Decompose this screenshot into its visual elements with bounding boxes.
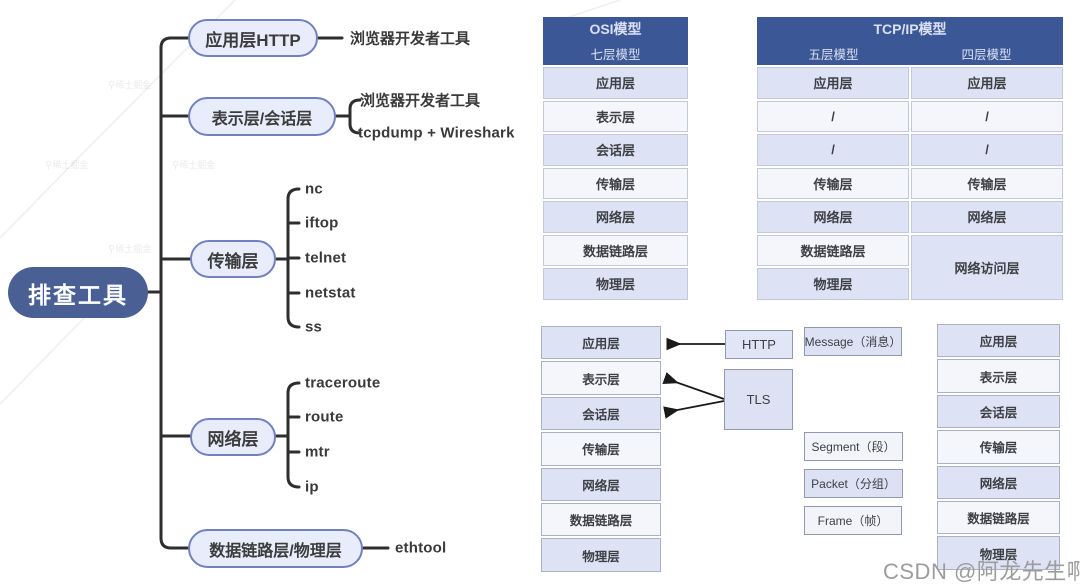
map-left-application: 应用层: [541, 326, 661, 360]
leaf-browser-devtools: 浏览器开发者工具: [350, 30, 471, 48]
osi-row-datalink: 数据链路层: [543, 234, 688, 266]
branch-transport-layer: 传输层: [190, 240, 276, 278]
leaf-ip: ip: [305, 478, 319, 496]
osi-row-application: 应用层: [543, 67, 688, 99]
leaf-tcpdump-wireshark: tcpdump + Wireshark: [358, 124, 515, 142]
branch-datalink-physical-layer: 数据链路层/物理层: [188, 529, 363, 568]
map-right-network: 网络层: [937, 465, 1060, 499]
tcpip5-datalink: 数据链路层: [757, 234, 909, 266]
pdu-message-box: Message（消息）: [804, 327, 902, 356]
tcpip5-transport: 传输层: [757, 167, 909, 199]
map-left-transport: 传输层: [541, 432, 661, 466]
pin-icon: ⚲: [108, 80, 116, 91]
map-right-physical: 物理层: [937, 536, 1060, 570]
map-right-datalink: 数据链路层: [937, 500, 1060, 535]
leaf-route: route: [305, 408, 344, 426]
map-right-application: 应用层: [937, 324, 1060, 358]
leaf-ss: ss: [305, 318, 323, 336]
osi-table-title: OSI模型: [589, 21, 642, 37]
tcpip-col-four-layer: 四层模型: [961, 48, 1012, 62]
site-watermark: ⚲稀土掘金: [108, 242, 151, 255]
pin-icon: ⚲: [172, 160, 180, 171]
leaf-traceroute: traceroute: [305, 374, 381, 392]
site-watermark: ⚲稀土掘金: [45, 158, 88, 171]
tcpip4-application: 应用层: [911, 67, 1063, 99]
leaf-netstat: netstat: [305, 284, 356, 302]
tcpip-table-title: TCP/IP模型: [873, 21, 947, 37]
tcpip4-network: 网络层: [911, 201, 1063, 233]
tcpip4-transport: 传输层: [911, 167, 1063, 199]
tcpip-col-five-layer: 五层模型: [808, 48, 859, 62]
osi-model-table: OSI模型 七层模型 应用层 表示层 会话层 传输层 网络层 数据链路层 物理层: [543, 17, 688, 300]
site-watermark-text: 稀土掘金: [52, 160, 89, 170]
pdu-frame-box: Frame（帧）: [804, 506, 902, 535]
pin-icon: ⚲: [45, 160, 53, 171]
tcpip-model-table: TCP/IP模型 五层模型 四层模型 应用层 应用层 / / / / 传输层 传…: [757, 17, 1063, 300]
map-left-presentation: 表示层: [541, 361, 661, 395]
tcpip5-slash-2: /: [757, 134, 909, 166]
csdn-watermark: CSDN @阿龙先生啊: [883, 559, 1080, 584]
tcpip4-slash-2: /: [911, 134, 1063, 166]
site-watermark: ⚲稀土掘金: [108, 78, 151, 91]
tcpip5-slash-1: /: [757, 100, 909, 132]
tcpip4-slash-1: /: [911, 100, 1063, 132]
map-left-physical: 物理层: [541, 538, 661, 572]
osi-row-transport: 传输层: [543, 167, 688, 199]
map-right-transport: 传输层: [937, 430, 1060, 464]
osi-row-physical: 物理层: [543, 268, 688, 300]
pdu-packet-box: Packet（分组）: [804, 469, 903, 498]
pdu-segment-box: Segment（段）: [804, 432, 903, 461]
tcpip5-physical: 物理层: [757, 268, 909, 300]
leaf-iftop: iftop: [305, 214, 339, 232]
tcpip-table-header: TCP/IP模型 五层模型 四层模型: [757, 17, 1063, 65]
site-watermark-text: 稀土掘金: [115, 244, 152, 254]
osi-table-subtitle: 七层模型: [590, 48, 641, 62]
branch-application-layer: 应用层HTTP: [188, 19, 318, 57]
leaf-mtr: mtr: [305, 443, 330, 461]
osi-row-presentation: 表示层: [543, 100, 688, 132]
leaf-telnet: telnet: [305, 249, 347, 267]
osi-row-network: 网络层: [543, 201, 688, 233]
leaf-nc: nc: [305, 180, 323, 198]
map-left-datalink: 数据链路层: [541, 502, 661, 537]
leaf-ethtool: ethtool: [395, 539, 447, 557]
tcpip4-network-access: 网络访问层: [911, 234, 1063, 300]
branch-network-layer: 网络层: [190, 418, 276, 456]
tcpip5-application: 应用层: [757, 67, 909, 99]
map-right-session: 会话层: [937, 394, 1060, 429]
osi-mapping-column-right: 应用层 表示层 会话层 传输层 网络层 数据链路层 物理层: [937, 322, 1060, 570]
osi-table-header: OSI模型 七层模型: [543, 17, 688, 65]
map-left-network: 网络层: [541, 467, 661, 501]
osi-row-session: 会话层: [543, 134, 688, 166]
site-watermark-text: 稀土掘金: [115, 80, 152, 90]
tcpip5-network: 网络层: [757, 201, 909, 233]
map-left-session: 会话层: [541, 396, 661, 431]
map-right-presentation: 表示层: [937, 359, 1060, 393]
http-box: HTTP: [725, 330, 793, 359]
tls-box: TLS: [724, 369, 793, 430]
leaf-browser-devtools-2: 浏览器开发者工具: [360, 92, 481, 110]
mindmap-root-node: 排查工具: [8, 267, 148, 318]
pin-icon: ⚲: [108, 244, 116, 255]
osi-mapping-column-left: 应用层 表示层 会话层 传输层 网络层 数据链路层 物理层: [541, 324, 661, 572]
site-watermark-text: 稀土掘金: [179, 160, 216, 170]
site-watermark: ⚲稀土掘金: [172, 158, 215, 171]
branch-presentation-session-layer: 表示层/会话层: [188, 97, 336, 136]
